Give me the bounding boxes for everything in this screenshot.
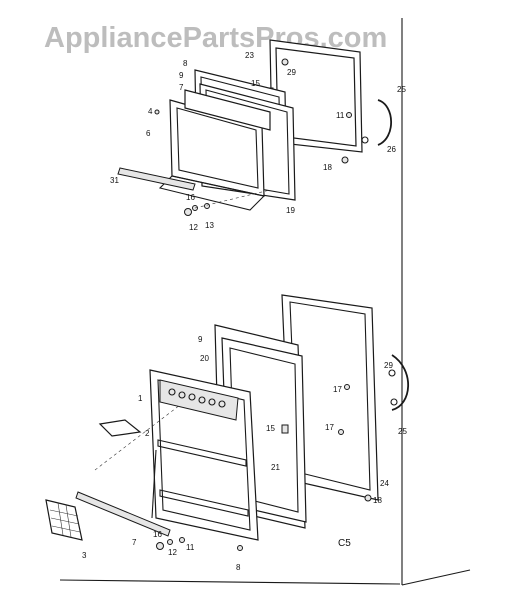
fresh-food-handle-screw-bottom [390, 398, 398, 406]
freezer-door-assembly [117, 39, 392, 216]
callout-25-lower: 25 [398, 427, 407, 436]
callout-18: 18 [323, 163, 332, 172]
callout-4: 4 [148, 107, 153, 116]
fresh-food-bottom-screw [237, 545, 243, 551]
callout-3: 3 [82, 551, 87, 560]
fresh-food-door-shelf [159, 489, 249, 517]
freezer-liner-top-lip [184, 89, 271, 131]
callout-2: 2 [145, 429, 150, 438]
freezer-retainer-bar [117, 167, 196, 191]
freezer-liner-shelf [176, 107, 259, 189]
callout-29-lower: 29 [384, 361, 393, 370]
callout-8: 8 [183, 59, 188, 68]
crisper-grille-panel [45, 499, 83, 541]
fresh-food-door-shelf [157, 439, 247, 467]
callout-16: 16 [186, 193, 195, 202]
callout-21: 21 [271, 463, 280, 472]
fresh-food-callouts: 9 20 1 2 3 7 16 12 11 8 29 15 17 17 21 2… [82, 335, 407, 572]
callout-7: 7 [179, 83, 184, 92]
freezer-side-screw [346, 112, 352, 118]
freezer-callouts: 23 29 15 8 9 7 4 6 25 11 26 18 19 31 16 … [110, 51, 406, 232]
fresh-food-washer [167, 539, 173, 545]
callout-8-lower: 8 [236, 563, 241, 572]
egg-cell [218, 400, 226, 408]
callout-12: 12 [189, 223, 198, 232]
fresh-food-hinge-bushing [156, 542, 164, 550]
callout-23: 23 [245, 51, 254, 60]
callout-1: 1 [138, 394, 143, 403]
egg-cell [198, 396, 206, 404]
dairy-compartment-door [98, 419, 142, 437]
freezer-handle-screw [361, 136, 369, 144]
callout-11: 11 [336, 111, 345, 120]
egg-cell [168, 388, 176, 396]
callout-12-lower: 12 [168, 548, 177, 557]
callout-16-lower: 16 [153, 530, 162, 539]
callout-15: 15 [251, 79, 260, 88]
callout-9: 9 [179, 71, 184, 80]
freezer-bottom-pin [341, 156, 349, 164]
egg-tray-cells [168, 388, 226, 408]
callout-20: 20 [200, 354, 209, 363]
fresh-food-retainer-bar [75, 491, 171, 537]
liner-side-wall [151, 449, 157, 519]
fresh-food-door-assembly [45, 294, 410, 551]
page-corner-line [401, 569, 471, 586]
callout-24: 24 [380, 479, 389, 488]
fresh-food-handle-screw-top [388, 369, 396, 377]
section-code: C5 [338, 538, 351, 549]
callout-29: 29 [287, 68, 296, 77]
fresh-food-door-stop [338, 429, 344, 435]
fresh-food-hinge-pin [281, 424, 289, 434]
fresh-food-side-screw [344, 384, 350, 390]
callout-9-lower: 9 [198, 335, 203, 344]
callout-18-lower: 18 [373, 496, 382, 505]
callout-13: 13 [205, 221, 214, 230]
callout-26: 26 [387, 145, 396, 154]
callout-6: 6 [146, 129, 151, 138]
fresh-food-door-handle [391, 354, 410, 411]
callout-11-lower: 11 [186, 543, 195, 552]
freezer-hinge-bushing [184, 208, 192, 216]
page-bottom-edge-line [59, 579, 401, 585]
egg-cell [208, 398, 216, 406]
freezer-assembly-guide [194, 189, 271, 209]
freezer-door-handle [377, 99, 392, 146]
callout-17-b: 17 [325, 423, 334, 432]
egg-cell [178, 391, 186, 399]
callout-7-lower: 7 [132, 538, 137, 547]
fresh-food-bottom-pin [364, 494, 372, 502]
fresh-food-screw [179, 537, 185, 543]
egg-cell [188, 393, 196, 401]
callout-17-a: 17 [333, 385, 342, 394]
callout-31: 31 [110, 176, 119, 185]
freezer-clip [154, 109, 160, 115]
callout-19: 19 [286, 206, 295, 215]
freezer-top-screw [281, 58, 289, 66]
callout-15-lower: 15 [266, 424, 275, 433]
callout-25: 25 [397, 85, 406, 94]
crisper-grille-holes [49, 502, 81, 538]
freezer-screw [204, 203, 210, 209]
